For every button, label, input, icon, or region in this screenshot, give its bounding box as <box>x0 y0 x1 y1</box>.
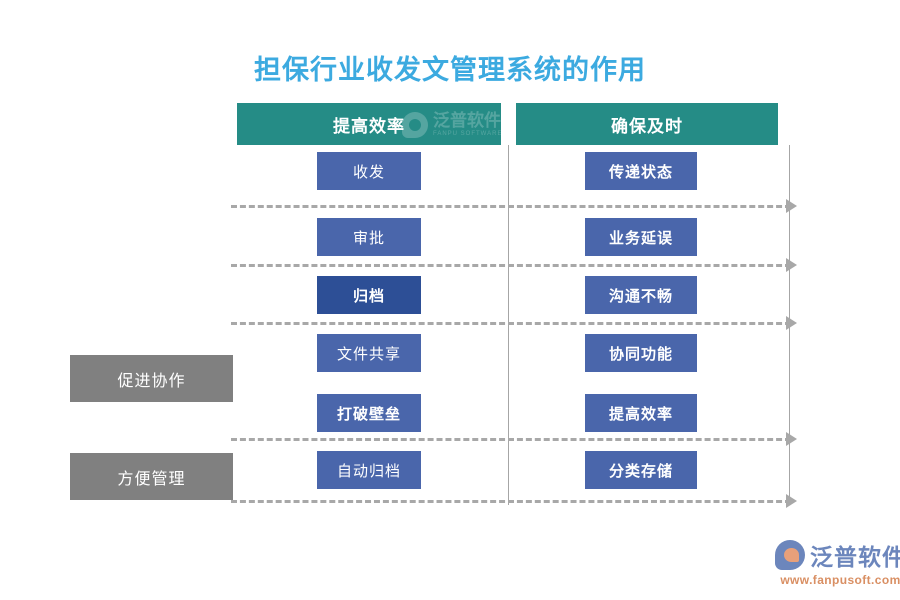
connector-arrow-1-icon <box>786 199 797 213</box>
item-left-6[interactable]: 自动归档 <box>317 451 421 489</box>
item-left-1[interactable]: 收发 <box>317 152 421 190</box>
connector-row-1 <box>231 205 791 208</box>
brand-logo-top: 泛普软件 <box>775 538 900 572</box>
item-left-3[interactable]: 归档 <box>317 276 421 314</box>
category-label-collaboration[interactable]: 促进协作 <box>70 355 233 402</box>
connector-row-4 <box>231 438 791 441</box>
item-left-5[interactable]: 打破壁垒 <box>317 394 421 432</box>
column-header-timeliness: 确保及时 <box>516 103 778 145</box>
item-left-4[interactable]: 文件共享 <box>317 334 421 372</box>
item-right-6[interactable]: 分类存储 <box>585 451 697 489</box>
brand-name-label: 泛普软件 <box>810 544 900 570</box>
fanpu-logo-icon <box>775 540 805 570</box>
connector-row-5 <box>231 500 791 503</box>
column-header-efficiency: 提高效率 <box>237 103 501 145</box>
connector-row-3 <box>231 322 791 325</box>
brand-url-label: www.fanpusoft.com <box>780 573 900 587</box>
category-label-management[interactable]: 方便管理 <box>70 453 233 500</box>
item-right-5[interactable]: 提高效率 <box>585 394 697 432</box>
page-title: 担保行业收发文管理系统的作用 <box>254 55 646 85</box>
item-left-2[interactable]: 审批 <box>317 218 421 256</box>
item-right-1[interactable]: 传递状态 <box>585 152 697 190</box>
connector-arrow-3-icon <box>786 316 797 330</box>
connector-arrow-5-icon <box>786 494 797 508</box>
center-divider-line <box>508 145 509 505</box>
item-right-2[interactable]: 业务延误 <box>585 218 697 256</box>
connector-arrow-4-icon <box>786 432 797 446</box>
connector-row-2 <box>231 264 791 267</box>
connector-arrow-2-icon <box>786 258 797 272</box>
item-right-3[interactable]: 沟通不畅 <box>585 276 697 314</box>
item-right-4[interactable]: 协同功能 <box>585 334 697 372</box>
brand-logo: 泛普软件 www.fanpusoft.com <box>775 538 900 587</box>
